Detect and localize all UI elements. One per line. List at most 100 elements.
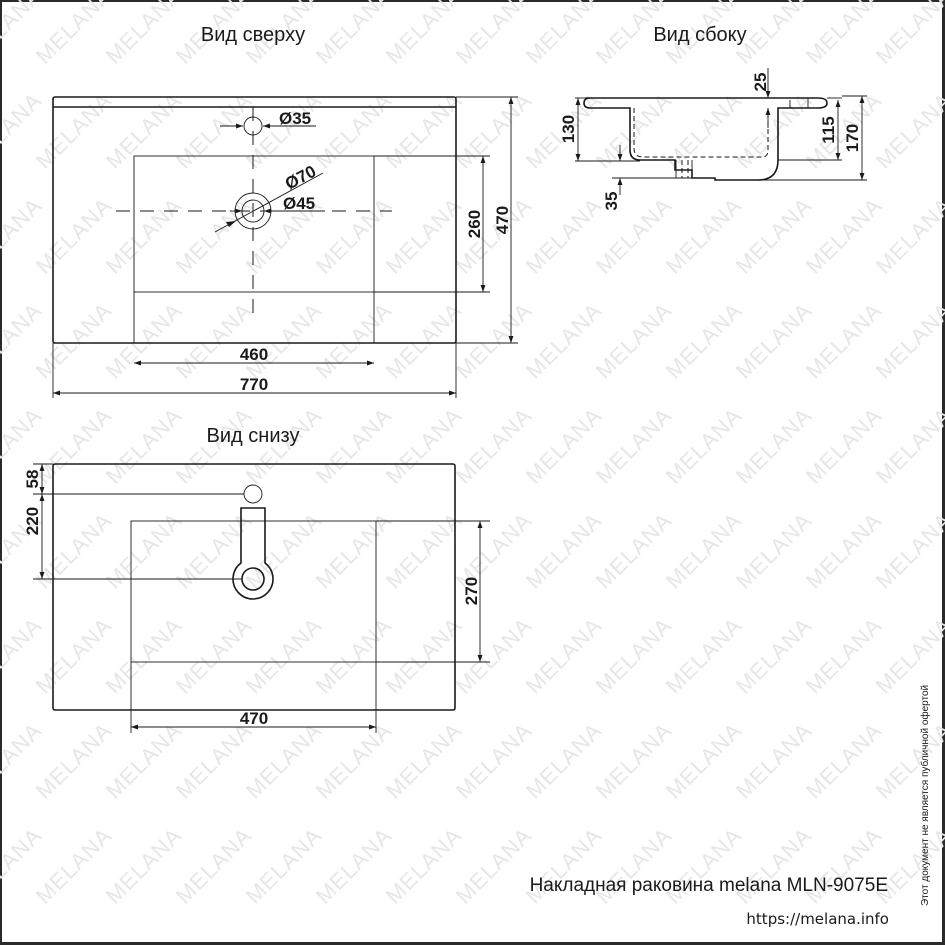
dim-bowl-height: 130 [559,115,578,143]
watermark-text: MELANA [871,298,945,384]
watermark-text: MELANA [661,613,747,699]
dim-drain-height: 35 [602,192,621,211]
watermark-text: MELANA [871,193,945,279]
watermark-text: MELANA [451,298,537,384]
disclaimer-text: Этот документ не является публичной офер… [919,685,931,906]
watermark-text: MELANA [661,403,747,489]
dim-drain-inner: Ø45 [283,194,315,213]
bottom-view-title: Вид снизу [207,425,300,447]
watermark-text: MELANA [731,88,817,174]
watermark-text: MELANA [31,718,117,804]
watermark-text: MELANA [521,508,607,594]
watermark-text: MELANA [311,0,397,69]
watermark-text: MELANA [311,298,397,384]
watermark-text: MELANA [661,508,747,594]
dim-rim: 25 [751,73,770,92]
watermark-text: MELANA [381,298,467,384]
watermark-text: MELANA [241,88,327,174]
faucet-hole-bottom-icon [243,484,263,504]
watermark-text: MELANA [451,718,537,804]
watermark-text: MELANA [101,0,187,69]
dim-drain-outer: Ø70 [282,162,319,194]
sink-outline-top [52,96,457,344]
watermark-text: MELANA [451,613,537,699]
dim-bowl-depth: 260 [465,210,484,238]
dim-total-width: 770 [240,375,268,394]
watermark-text: MELANA [871,0,945,69]
watermark-text: MELANA [31,403,117,489]
watermark-text: MELANA [451,0,537,69]
dim-bowl-width-bottom: 470 [240,709,268,728]
watermark-text: MELANA [871,613,945,699]
watermark-text: MELANA [31,88,117,174]
watermark-text: MELANA [101,193,187,279]
watermark-text: MELANA [521,403,607,489]
watermark-text: MELANA [171,88,257,174]
watermark-text: MELANA [731,298,817,384]
watermark-text: MELANA [171,718,257,804]
watermark-text: MELANA [451,823,537,909]
watermark-text: MELANA [381,508,467,594]
top-view: Вид сверху Ø35 Ø45 Ø70 460 770 [52,24,518,398]
watermark-text: MELANA [171,298,257,384]
watermark-text: MELANA [381,403,467,489]
watermark-text: MELANA [451,403,537,489]
watermark-text: MELANA [591,508,677,594]
watermark-text: MELANA [381,88,467,174]
watermark-text: MELANA [381,613,467,699]
watermark-text: MELANA [311,193,397,279]
watermark-text: MELANA [311,718,397,804]
watermark-text: MELANA [731,718,817,804]
watermark-text: MELANA [101,823,187,909]
watermark-text: MELANA [591,403,677,489]
top-view-title: Вид сверху [201,24,305,46]
bowl-outline-top [133,155,375,293]
dim-drain-offset: 220 [23,507,42,535]
bottom-view: Вид снизу 58 220 270 470 [23,425,490,733]
watermark-text: MELANA [241,613,327,699]
watermark-text: MELANA [101,298,187,384]
dim-inner-height: 115 [819,116,838,143]
watermark-layer: MELANAMELANAMELANAMELANAMELANAMELANAMELA… [0,0,945,909]
faucet-hole-icon [243,116,263,136]
watermark-text: MELANA [381,193,467,279]
side-view: Вид сбоку 25 130 35 115 170 [559,24,867,210]
watermark-text: MELANA [801,718,887,804]
watermark-text: MELANA [871,508,945,594]
watermark-text: MELANA [311,613,397,699]
watermark-text: MELANA [31,193,117,279]
watermark-text: MELANA [31,508,117,594]
watermark-text: MELANA [171,508,257,594]
watermark-text: MELANA [311,823,397,909]
watermark-text: MELANA [801,193,887,279]
dim-faucet-offset: 58 [23,470,42,489]
drain-pipe-icon [232,507,274,600]
product-name: Накладная раковина melana MLN-9075E [530,875,888,896]
website-link[interactable]: https://melana.info [746,910,889,928]
watermark-text: MELANA [801,403,887,489]
watermark-text: MELANA [381,718,467,804]
watermark-text: MELANA [241,298,327,384]
watermark-text: MELANA [171,823,257,909]
watermark-text: MELANA [801,298,887,384]
watermark-text: MELANA [171,613,257,699]
watermark-text: MELANA [521,718,607,804]
watermark-text: MELANA [241,823,327,909]
watermark-text: MELANA [661,718,747,804]
dim-total-depth: 470 [493,206,512,234]
watermark-text: MELANA [31,0,117,69]
watermark-text: MELANA [381,823,467,909]
watermark-text: MELANA [731,508,817,594]
watermark-text: MELANA [101,613,187,699]
watermark-text: MELANA [31,298,117,384]
watermark-text: MELANA [451,88,537,174]
watermark-text: MELANA [801,613,887,699]
watermark-text: MELANA [101,718,187,804]
watermark-text: MELANA [871,403,945,489]
watermark-text: MELANA [871,718,945,804]
watermark-text: MELANA [661,298,747,384]
watermark-text: MELANA [241,718,327,804]
watermark-text: MELANA [31,613,117,699]
